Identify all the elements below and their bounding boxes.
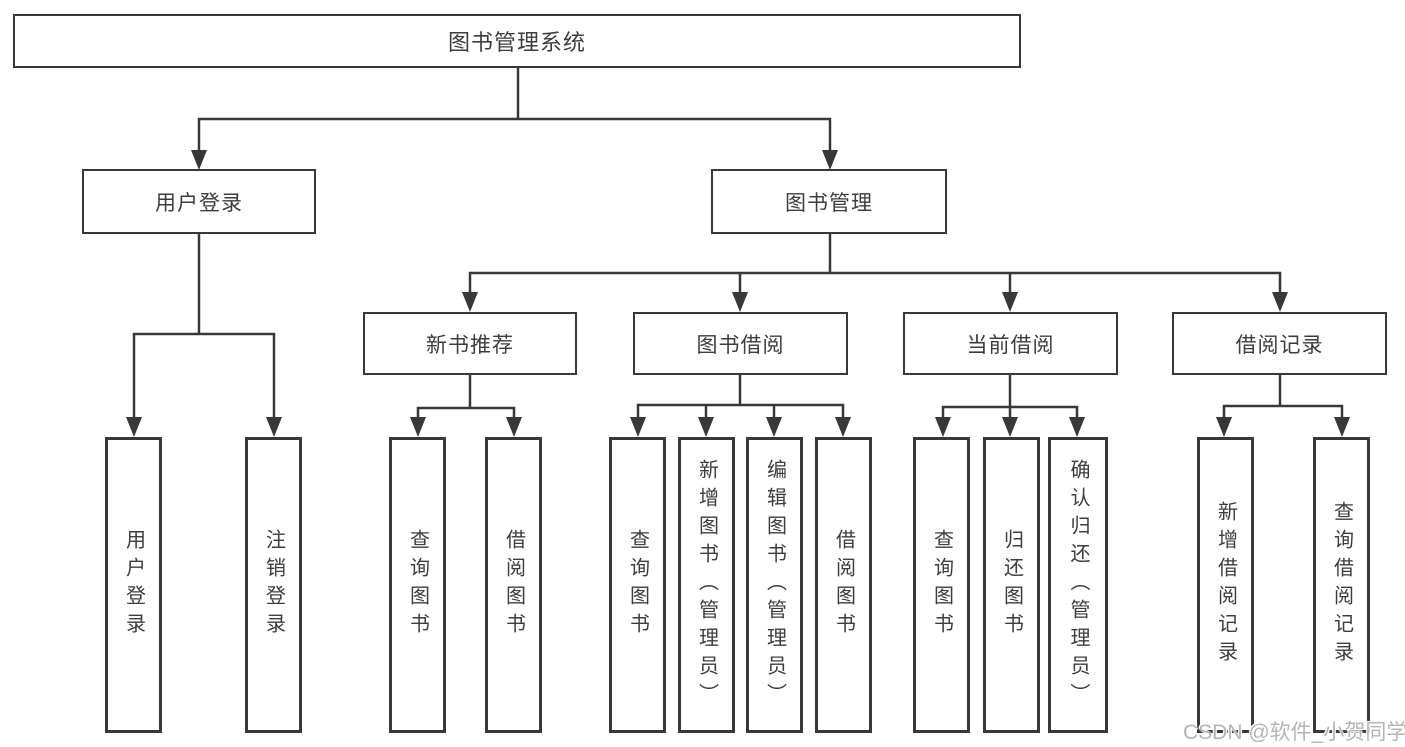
node-borrowing-records: 借阅记录 (1172, 312, 1387, 375)
node-label: 用户登录 (122, 529, 145, 641)
node-label: 确认归还（管理员） (1067, 459, 1089, 711)
node-user-login-branch: 用户登录 (82, 169, 316, 234)
node-label: 用户登录 (155, 191, 243, 215)
node-cb-query-books: 查询图书 (913, 437, 970, 733)
csdn-watermark: CSDN @软件_小贺同学 (1183, 721, 1405, 744)
node-label: 图书管理 (785, 191, 873, 215)
node-label: 查询图书 (406, 529, 429, 641)
node-label: 借阅记录 (1235, 333, 1324, 357)
node-label: 查询图书 (930, 529, 953, 641)
node-nbr-borrow-books: 借阅图书 (485, 437, 542, 733)
node-user-login-leaf: 用户登录 (105, 437, 162, 733)
arrowheads (126, 150, 1350, 437)
node-nbr-query-books: 查询图书 (389, 437, 446, 733)
node-label: 查询借阅记录 (1330, 501, 1353, 669)
node-bb-edit-books-admin: 编辑图书（管理员） (746, 437, 803, 733)
node-label: 图书管理系统 (447, 30, 586, 55)
node-logout-leaf: 注销登录 (245, 437, 302, 733)
node-root: 图书管理系统 (13, 14, 1021, 68)
node-label: 图书借阅 (696, 333, 785, 357)
node-cb-confirm-return-admin: 确认归还（管理员） (1048, 437, 1108, 733)
node-label: 新增借阅记录 (1214, 501, 1237, 669)
node-book-management-branch: 图书管理 (711, 169, 947, 234)
node-bb-add-books-admin: 新增图书（管理员） (678, 437, 735, 733)
node-bb-query-books: 查询图书 (609, 437, 666, 733)
node-bb-borrow-books: 借阅图书 (815, 437, 872, 733)
node-new-book-recommend: 新书推荐 (363, 312, 577, 375)
node-label: 借阅图书 (502, 529, 525, 641)
node-current-borrowing: 当前借阅 (903, 312, 1118, 375)
node-label: 编辑图书（管理员） (763, 459, 786, 711)
node-label: 新书推荐 (426, 333, 514, 357)
node-label: 查询图书 (626, 529, 649, 641)
node-label: 归还图书 (1000, 529, 1023, 641)
node-br-add-record: 新增借阅记录 (1197, 437, 1254, 733)
node-label: 当前借阅 (966, 333, 1055, 357)
node-label: 借阅图书 (832, 529, 855, 641)
node-label: 注销登录 (262, 529, 285, 641)
node-book-borrowing: 图书借阅 (633, 312, 848, 375)
node-br-query-record: 查询借阅记录 (1313, 437, 1370, 733)
node-cb-return-books: 归还图书 (983, 437, 1040, 733)
node-label: 新增图书（管理员） (695, 459, 718, 711)
